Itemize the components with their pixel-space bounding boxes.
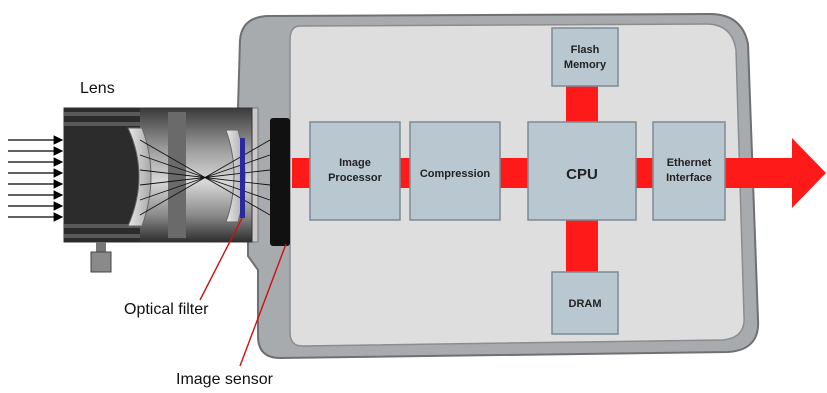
optical-filter-label: Optical filter (124, 301, 209, 318)
image-sensor-label: Image sensor (176, 371, 274, 388)
flash-memory-line1: Flash (571, 44, 600, 56)
cpu-label: CPU (566, 166, 598, 183)
image-processor-line1: Image (339, 157, 371, 169)
ethernet-interface-line1: Ethernet (667, 157, 712, 169)
lens-label: Lens (80, 80, 115, 97)
ethernet-interface-line2: Interface (666, 172, 712, 184)
output-arrow-icon (726, 138, 826, 208)
block-flash-memory: Flash Memory (551, 27, 619, 87)
block-compression: Compression (409, 121, 501, 221)
block-image-processor: Image Processor (309, 121, 401, 221)
dram-label: DRAM (569, 298, 602, 310)
image-processor-line2: Processor (328, 172, 383, 184)
optical-filter (240, 138, 245, 218)
image-sensor (270, 118, 290, 246)
flash-memory-line2: Memory (564, 59, 607, 71)
block-dram: DRAM (551, 271, 619, 335)
block-ethernet-interface: Ethernet Interface (652, 121, 726, 221)
incoming-light-arrows (8, 135, 64, 222)
compression-label: Compression (420, 168, 491, 180)
image-sensor-leader (239, 243, 287, 367)
lens-assembly (63, 107, 271, 273)
block-cpu: CPU (527, 121, 637, 221)
optical-filter-leader (199, 217, 243, 301)
